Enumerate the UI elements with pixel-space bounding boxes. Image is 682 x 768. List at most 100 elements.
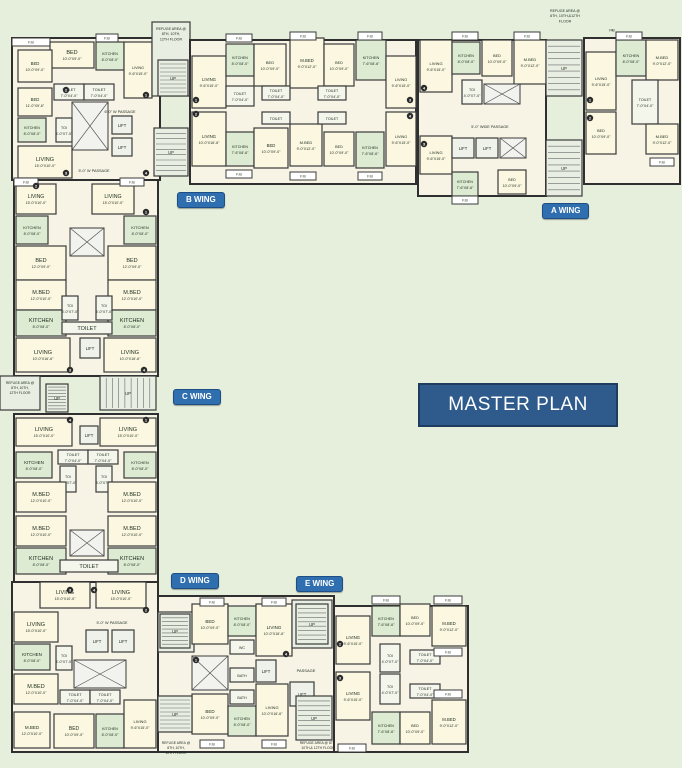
d-kitchen-2-label: KITCHEN [131, 460, 149, 465]
a-living-1 [419, 39, 453, 93]
e-wing-label: E WING [296, 576, 344, 592]
er-toi-1-dim: 4'-0"X7'-0" [382, 660, 399, 664]
a-unit-1 [586, 96, 594, 104]
a-fb-4-label: F.B [626, 35, 632, 39]
dl-living-3 [13, 611, 59, 643]
e-bed-2 [191, 693, 229, 735]
a-unit-3 [420, 140, 428, 148]
b-bed-1-label: BED [66, 50, 77, 56]
dl-toi-1 [55, 645, 73, 671]
er-mbed-2-label: M.BED [442, 717, 455, 722]
a-bed-2-label: BED [508, 178, 516, 182]
a-mbed-2 [645, 39, 679, 81]
c-refuge-text-line: 12TH FLOOR [10, 391, 31, 395]
a-bed-2 [497, 169, 527, 195]
er-mbed-2 [431, 699, 467, 745]
bridge-toilet-3 [317, 85, 347, 101]
b-refuge-text-line: 8TH, 10TH, [162, 32, 181, 36]
c-living-2 [91, 183, 135, 215]
dl-lift-2-label: LIFT [119, 639, 128, 644]
a-living-1-label: LIVING [429, 61, 442, 66]
bridge-living-3 [191, 111, 227, 167]
a-bed-3-dim: 10'-0"X9'-0" [592, 135, 611, 139]
e-wc-1 [229, 639, 255, 655]
bridge-kitchen-3-dim: 7'-6"X8'-6" [232, 151, 249, 155]
dl-mbed-1-dim: 12'-0"X10'-0" [26, 691, 47, 695]
bridge-toilet-2-dim: 7'-0"X4'-0" [268, 95, 285, 99]
d-kitchen-4-label: KITCHEN [120, 556, 144, 562]
a-kitchen-2 [451, 171, 479, 197]
c-living-4 [103, 337, 157, 373]
a-fb-1 [451, 31, 479, 41]
d-mbed-4 [107, 515, 157, 547]
c-stairs [99, 375, 157, 411]
e-fb-1 [199, 597, 225, 607]
a-bed-1 [481, 39, 513, 77]
e-bed-2-dim: 10'-0"X9'-0" [201, 716, 220, 720]
bridge-kitchen-4-dim: 7'-6"X8'-6" [362, 152, 379, 156]
a-fb-2 [513, 31, 541, 41]
e-lift-1-label: LIFT [262, 669, 271, 674]
dl-kitchen-1 [13, 643, 51, 671]
e-unit-4-number: 4 [285, 652, 288, 657]
c-living-3-label: LIVING [34, 350, 52, 356]
bridge-bed-1-label: BED [266, 60, 274, 65]
c-mbed-2-label: M.BED [123, 290, 140, 296]
d-toilet-1-dim: 7'-0"X4'-0" [65, 459, 82, 463]
b-kitchen-1-label: KITCHEN [102, 52, 118, 56]
a-fb-4 [615, 31, 643, 41]
c-toi-2-dim: 4'-0"X7'-0" [96, 310, 113, 314]
d-unit-1-number: 1 [145, 418, 148, 423]
dl-living-1-dim: 15'-0"X10'-0" [55, 597, 76, 601]
c-toi-1 [61, 295, 79, 321]
er-toi-2-dim: 4'-0"X7'-0" [382, 691, 399, 695]
c-mbed-2-dim: 12'-0"X10'-0" [122, 297, 143, 301]
b-unit-3-number: 3 [65, 171, 68, 176]
a-mbed-1-label: M.BED [524, 57, 537, 62]
bridge-toilet-2 [261, 85, 291, 101]
e-living-2 [255, 683, 289, 737]
b-lift-1-label: LIFT [118, 123, 127, 128]
a-bed-1-label: BED [493, 54, 501, 58]
d-mbed-3-label: M.BED [32, 526, 49, 532]
b-bed-2-dim: 10'-0"X9'-0" [26, 68, 45, 72]
bridge-bed-4-dim: 10'-0"X9'-0" [330, 151, 349, 155]
b-stairs-up: UP [168, 150, 174, 155]
a-kitchen-3-label: KITCHEN [623, 54, 640, 58]
c-toi-1-dim: 4'-0"X7'-0" [62, 310, 79, 314]
e-refuge-text-line: REFUGE AREA @ 8TH, [300, 741, 337, 745]
a-living-3-dim: 9'-6"X15'-0" [592, 83, 611, 87]
c-living-1-dim: 15'-0"X10'-0" [26, 201, 47, 205]
c-bed-1-label: BED [35, 258, 46, 264]
bridge-kitchen-4-label: KITCHEN [362, 146, 378, 150]
c-mbed-1 [15, 279, 67, 311]
dl-toi-1-label: TOI [61, 654, 67, 658]
d-lift-1 [79, 425, 99, 445]
b-living-1-label: LIVING [132, 66, 144, 70]
er-toi-2-label: TOI [387, 685, 393, 689]
c-kitchen-4 [107, 309, 157, 337]
a-unit-1-number: 1 [589, 98, 592, 103]
e-fb-4 [261, 739, 287, 749]
master-plan-title: MASTER PLAN [418, 383, 618, 427]
bridge-bed-4-label: BED [335, 145, 343, 149]
b-kitchen-2-dim: 8'-0"X8'-0" [24, 132, 41, 136]
bridge-mbed-1 [289, 37, 325, 89]
er-mbed-1-dim: 9'-0"X12'-0" [440, 628, 459, 632]
a-toilet-1-dim: 7'-0"X4'-0" [637, 104, 654, 108]
bridge-toilet-2-label: TOILET [270, 89, 283, 93]
bridge-kitchen-4 [355, 131, 385, 169]
b-toilet-2 [83, 83, 115, 101]
bridge-unit-3 [406, 96, 414, 104]
dl-kitchen-2-label: KITCHEN [102, 727, 118, 731]
e-kitchen-1-dim: 8'-0"X8'-0" [234, 623, 251, 627]
e-kitchen-2-dim: 8'-0"X8'-0" [234, 723, 251, 727]
b-unit-4 [142, 169, 150, 177]
d-toi-2-label: TOI [101, 475, 107, 479]
a-duct-1 [483, 83, 521, 105]
b-toi-1-label: TOI [61, 126, 67, 130]
bridge-kitchen-3 [225, 131, 255, 167]
bridge-unit-4-number: 4 [409, 114, 412, 119]
bridge-fb-1-label: F.B [236, 37, 242, 41]
bridge-fb-3-label: F.B [367, 35, 373, 39]
